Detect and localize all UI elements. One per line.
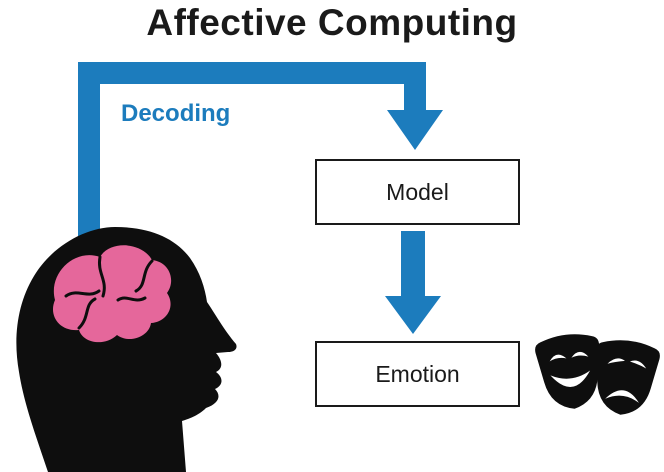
emotion-box: Emotion	[315, 341, 520, 407]
model-box: Model	[315, 159, 520, 225]
model-to-emotion-arrow	[385, 231, 441, 334]
diagram-title: Affective Computing	[146, 2, 518, 43]
emotion-box-label: Emotion	[375, 360, 460, 387]
decoding-label: Decoding	[121, 100, 231, 127]
theater-masks-icon	[535, 334, 660, 415]
model-box-label: Model	[386, 178, 449, 205]
brain-icon	[52, 245, 172, 343]
decoding-arrow	[78, 62, 443, 240]
